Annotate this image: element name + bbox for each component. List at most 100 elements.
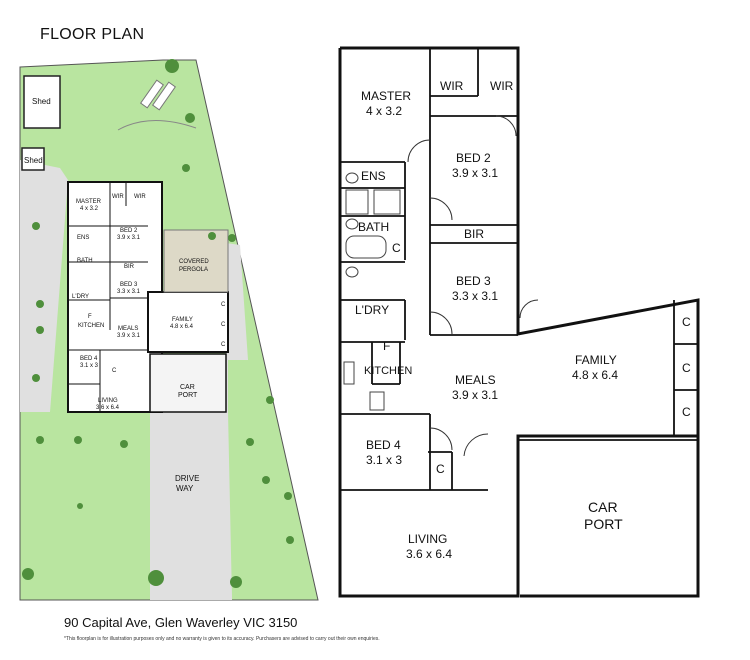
tree — [185, 113, 195, 123]
tree — [74, 436, 82, 444]
site-living-size: 3.6 x 6.4 — [96, 405, 120, 411]
site-cupboard-1: C — [221, 302, 226, 308]
tree — [208, 232, 216, 240]
site-fridge: F — [88, 314, 92, 320]
site-meals-size: 3.9 x 3.1 — [117, 333, 141, 339]
site-driveway-2: WAY — [176, 484, 194, 493]
shed-2-label: Shed — [24, 156, 43, 165]
site-bed4-size: 3.1 x 3 — [80, 363, 99, 369]
tree — [120, 440, 128, 448]
site-driveway-1: DRIVE — [175, 474, 199, 483]
site-cupboard-3: C — [221, 342, 226, 348]
bed2-size: 3.9 x 3.1 — [452, 166, 498, 180]
site-bed4: BED 4 — [80, 356, 98, 362]
fixtures — [343, 172, 401, 411]
site-pergola — [163, 229, 229, 293]
site-internal-walls — [68, 182, 148, 412]
site-family-size: 4.8 x 6.4 — [170, 324, 194, 330]
shed-2 — [21, 147, 45, 171]
laundry-label: L'DRY — [355, 303, 389, 317]
wir-label-2: WIR — [490, 79, 514, 93]
site-cupboard-4: C — [112, 368, 117, 374]
cupboard-bed4: C — [436, 462, 445, 476]
site-room-labels: MASTER 4 x 3.2 WIR WIR BED 2 3.9 x 3.1 E… — [72, 194, 226, 411]
toilet — [345, 172, 359, 184]
tree — [262, 476, 270, 484]
tree — [228, 234, 236, 242]
site-family: FAMILY — [172, 317, 193, 323]
door-swings — [407, 115, 539, 457]
cupboard-family-2: C — [682, 361, 691, 375]
tree — [148, 570, 164, 586]
sink — [343, 361, 355, 385]
bath-label: BATH — [358, 220, 389, 234]
site-ens: ENS — [77, 235, 89, 241]
ensuite-shower-2 — [373, 189, 401, 215]
family-size: 4.8 x 6.4 — [572, 368, 618, 382]
tree — [182, 164, 190, 172]
site-pergola-1: COVERED — [179, 259, 209, 265]
site-meals: MEALS — [118, 326, 138, 332]
ensuite-shower — [345, 189, 369, 215]
site-living: LIVING — [98, 398, 118, 404]
cupboard-family-1: C — [682, 315, 691, 329]
tree — [22, 568, 34, 580]
bed3-label: BED 3 — [456, 274, 491, 288]
site-wir-2: WIR — [134, 194, 146, 200]
meals-label: MEALS — [455, 373, 496, 387]
site-pergola-2: PERGOLA — [179, 267, 208, 273]
tree — [266, 396, 274, 404]
wir-label-1: WIR — [440, 79, 464, 93]
site-cupboard-2: C — [221, 322, 226, 328]
site-laundry: L'DRY — [72, 294, 89, 300]
sunlounge-2 — [151, 81, 177, 111]
site-carport-2: PORT — [178, 392, 198, 399]
site-carport — [149, 353, 227, 413]
tree — [286, 536, 294, 544]
disclaimer: *This floorplan is for illustration purp… — [64, 636, 380, 642]
stove — [369, 391, 385, 411]
tree — [165, 59, 179, 73]
tree — [36, 300, 44, 308]
site-family-wing — [147, 291, 229, 353]
site-bir: BIR — [124, 264, 135, 270]
site-bath: BATH — [77, 258, 93, 264]
site-bed2-size: 3.9 x 3.1 — [117, 235, 141, 241]
cupboard-family-3: C — [682, 405, 691, 419]
room-labels: MASTER 4 x 3.2 WIR WIR BED 2 3.9 x 3.1 E… — [355, 79, 691, 561]
site-bed3-size: 3.3 x 3.1 — [117, 289, 141, 295]
garden-curve — [117, 120, 197, 131]
cupboard-bath: C — [392, 241, 401, 255]
site-kitchen: KITCHEN — [78, 323, 104, 329]
bed3-size: 3.3 x 3.1 — [452, 289, 498, 303]
side-paving — [20, 160, 68, 412]
site-wir-1: WIR — [112, 194, 124, 200]
site-master-size: 4 x 3.2 — [80, 206, 99, 212]
family-label: FAMILY — [575, 353, 617, 367]
site-bed3: BED 3 — [120, 282, 138, 288]
shed-1-label: Shed — [32, 97, 51, 106]
carport-labels: CAR PORT — [584, 499, 623, 532]
ens-label: ENS — [361, 169, 386, 183]
bed2-label: BED 2 — [456, 151, 491, 165]
tree — [77, 503, 83, 509]
master-size: 4 x 3.2 — [366, 104, 402, 118]
bir-label: BIR — [464, 227, 484, 241]
property-address: 90 Capital Ave, Glen Waverley VIC 3150 — [64, 615, 298, 630]
living-label: LIVING — [408, 532, 447, 546]
tree — [284, 492, 292, 500]
living-size: 3.6 x 6.4 — [406, 547, 452, 561]
outer-walls — [338, 46, 700, 598]
site-carport-1: CAR — [180, 384, 195, 391]
fridge-label: F — [383, 339, 390, 353]
site-bed2: BED 2 — [120, 228, 138, 234]
kitchen-label: KITCHEN — [364, 365, 412, 377]
site-master: MASTER — [76, 199, 102, 205]
bed4-size: 3.1 x 3 — [366, 453, 402, 467]
tree — [32, 222, 40, 230]
bathtub — [345, 235, 387, 259]
tree — [36, 436, 44, 444]
tree — [32, 374, 40, 382]
